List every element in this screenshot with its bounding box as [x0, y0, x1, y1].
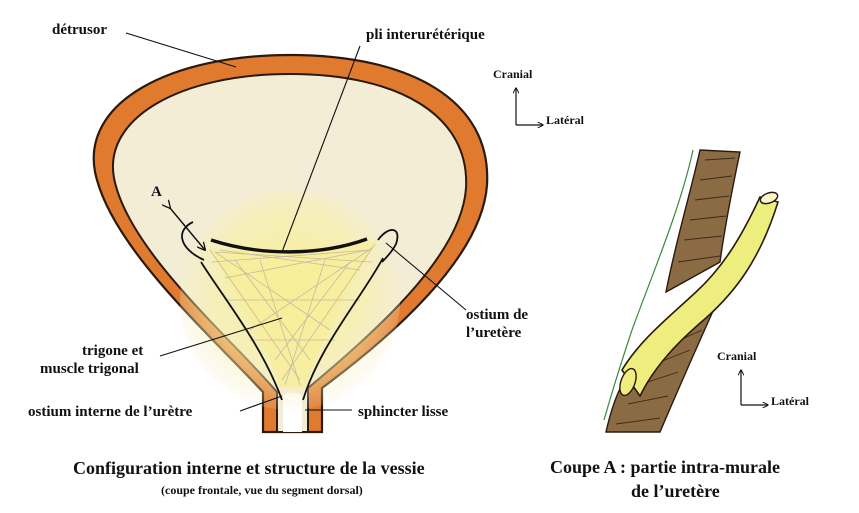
trigonal-fibers [209, 243, 376, 386]
section-a-arrow [170, 208, 205, 250]
interureteric-fold [210, 237, 368, 254]
label-ostium-interne: ostium interne de l’urètre [28, 404, 193, 420]
label-pli-interureterique: pli interurétérique [366, 27, 485, 43]
orientation-main-cranial: Cranial [493, 67, 533, 81]
ostium-interne-leader [239, 395, 283, 412]
ureter-opening-bottom [619, 367, 637, 397]
ureter-tube [621, 196, 780, 398]
section-caption-line2: de l’uretère [631, 481, 720, 501]
label-ostium-uretere-1: ostium de [466, 307, 528, 323]
trigone-area [208, 240, 378, 388]
ostium-leader [385, 242, 467, 311]
pli-leader [281, 45, 361, 253]
section-a-figure [603, 149, 780, 433]
mucosa-line [603, 149, 694, 421]
label-trigone-2: muscle trigonal [40, 361, 139, 377]
detrusor-leader [125, 32, 237, 68]
label-detrusor: détrusor [52, 22, 107, 38]
orientation-section-cranial: Cranial [717, 349, 757, 363]
main-caption-title: Configuration interne et structure de la… [73, 458, 425, 478]
muscle-band-upper [665, 149, 741, 294]
section-a-marker: A [151, 184, 162, 200]
trigone-leader [159, 317, 283, 357]
label-ostium-uretere-2: l’uretère [466, 325, 522, 341]
orientation-main-lateral: Latéral [546, 113, 585, 127]
section-caption-line1: Coupe A : partie intra-murale [550, 457, 780, 477]
label-trigone-1: trigone et [82, 343, 143, 359]
trigone-right-edge [302, 257, 384, 401]
label-sphincter-lisse: sphincter lisse [358, 404, 448, 420]
main-caption-subtitle: (coupe frontale, vue du segment dorsal) [161, 483, 363, 497]
orientation-section: Cranial Latéral [717, 349, 810, 408]
orientation-section-lateral: Latéral [771, 394, 810, 408]
trigone-left-edge [200, 261, 283, 401]
right-ureteric-orifice [377, 229, 399, 263]
orientation-main: Cranial Latéral [493, 67, 585, 127]
ureter-opening-top [759, 191, 779, 205]
